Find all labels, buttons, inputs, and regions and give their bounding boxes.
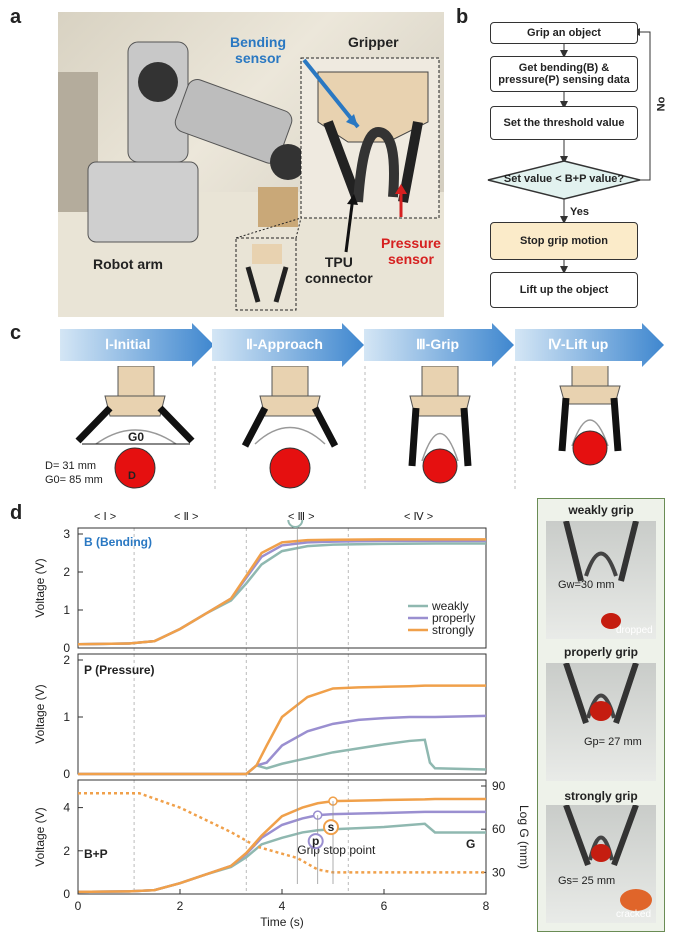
stage-arrows [60, 323, 664, 367]
x-tick-label: 8 [483, 899, 490, 913]
stop-badge-p [307, 833, 324, 850]
gripper-label: Gripper [348, 34, 399, 50]
bending-sensor-label: Bending sensor [230, 34, 286, 66]
gap-line [78, 791, 486, 874]
weak-grip-title: weakly grip [568, 503, 634, 517]
flowchart-arrows [560, 28, 651, 274]
pressure-sensor-label: Pressure sensor [381, 235, 441, 267]
robot-illustration [58, 41, 444, 317]
flow-step-lift: Lift up the object [490, 272, 638, 308]
proper-grip-gap: Gp= 27 mm [584, 736, 642, 748]
strong-grip-photo [546, 803, 656, 923]
y2-tick-label: 30 [492, 865, 506, 879]
chart-frame-1 [77, 653, 487, 775]
y2-tick-label: 90 [492, 779, 506, 793]
y-tick-label: 3 [63, 527, 70, 541]
legend-label-weakly: weakly [431, 599, 469, 613]
series-line-strongly [78, 684, 486, 776]
y-tick-label: 0 [63, 641, 70, 655]
panel-label-a: a [10, 6, 22, 28]
series-line-strongly [77, 538, 486, 646]
y-axis-label: Voltage (V) [33, 684, 47, 743]
g0-text: G0= 85 mm [45, 474, 103, 486]
y-tick-label: 0 [63, 887, 70, 901]
y2-tick-label: 60 [492, 822, 506, 836]
flow-step-threshold: Set the threshold value [490, 106, 638, 140]
y-tick-label: 1 [63, 710, 70, 724]
x-tick-label: 2 [177, 899, 184, 913]
stop-badge-text-p: p [312, 834, 319, 848]
flow-step-get-data: Get bending(B) & pressure(P) sensing dat… [490, 56, 638, 92]
stage-initial: Ⅰ-Initial [105, 336, 151, 352]
gripper-stage-drawings [75, 366, 622, 491]
weak-grip-gap: Gw=30 mm [558, 579, 615, 591]
x-tick-label: 4 [279, 899, 286, 913]
strong-grip-note: cracked [616, 909, 652, 920]
phase-2: < Ⅱ > [174, 511, 199, 523]
chart-label-bp: B+P [84, 847, 108, 861]
flow-yes-label: Yes [570, 206, 589, 218]
proper-grip-title: properly grip [563, 645, 638, 659]
strong-grip-title: strongly grip [564, 789, 638, 803]
tpu-connector-label: TPU connector [305, 254, 373, 286]
y-tick-label: 2 [63, 844, 70, 858]
g0-label: G0 [128, 430, 145, 444]
gap-label: G [466, 837, 475, 851]
flow-no-label: No [655, 96, 668, 112]
series-line-weakly [77, 822, 486, 894]
proper-grip-photo [546, 662, 656, 781]
y-axis-label: Voltage (V) [33, 558, 47, 617]
panel-label-c: c [10, 322, 22, 344]
y-axis-label: Voltage (V) [33, 807, 47, 866]
series-line-strongly [77, 797, 486, 894]
diameter-text: D= 31 mm [45, 460, 97, 472]
weak-grip-note: dropped [616, 625, 653, 636]
stop-badge-w [287, 520, 304, 528]
strong-grip-gap: Gs= 25 mm [558, 875, 616, 887]
robot-photo: Bending sensor Gripper Robot arm TPU con… [58, 12, 444, 317]
robot-arm-label: Robot arm [93, 256, 163, 272]
flow-step-grip: Grip an object [490, 22, 638, 44]
chart-label-pressure: P (Pressure) [84, 663, 154, 677]
chart-label-bending: B (Bending) [84, 535, 152, 549]
y-tick-label: 1 [63, 603, 70, 617]
stage-grip: Ⅲ-Grip [416, 336, 460, 352]
series-line-properly [77, 539, 486, 646]
panel-label-d: d [10, 502, 23, 524]
stop-badge-text-w: w [290, 520, 301, 523]
series-line-properly [78, 714, 487, 776]
y2-axis-label: Log G (mm) [517, 805, 531, 869]
grip-result-photos: weakly grip Gw=30 mm dropped properly gr… [537, 498, 665, 932]
x-tick-label: 6 [381, 899, 388, 913]
legend-label-strongly: strongly [432, 623, 474, 637]
y-tick-label: 2 [63, 565, 70, 579]
flow-step-decision: Set value < B+P value? [503, 173, 625, 185]
x-axis-label: Time (s) [260, 915, 304, 929]
stage-approach: Ⅱ-Approach [246, 336, 323, 352]
flow-step-stop: Stop grip motion [490, 222, 638, 260]
panel-label-b: b [456, 6, 469, 28]
y-tick-label: 2 [63, 653, 70, 667]
stop-badge-text-s: s [328, 820, 335, 834]
phase-4: < Ⅳ > [404, 511, 434, 523]
stage-lift-up: Ⅳ-Lift up [548, 336, 609, 352]
x-tick-label: 0 [75, 899, 82, 913]
stop-badge-s [323, 819, 339, 836]
legend-label-properly: properly [432, 611, 475, 625]
chart-frame-0 [77, 527, 487, 649]
y-tick-label: 4 [63, 801, 70, 815]
weak-grip-photo [546, 520, 656, 639]
y-tick-label: 0 [63, 767, 70, 781]
d-label: D [128, 470, 136, 482]
phase-1: < Ⅰ > [94, 511, 117, 523]
flow-decision-diamond [487, 160, 641, 200]
